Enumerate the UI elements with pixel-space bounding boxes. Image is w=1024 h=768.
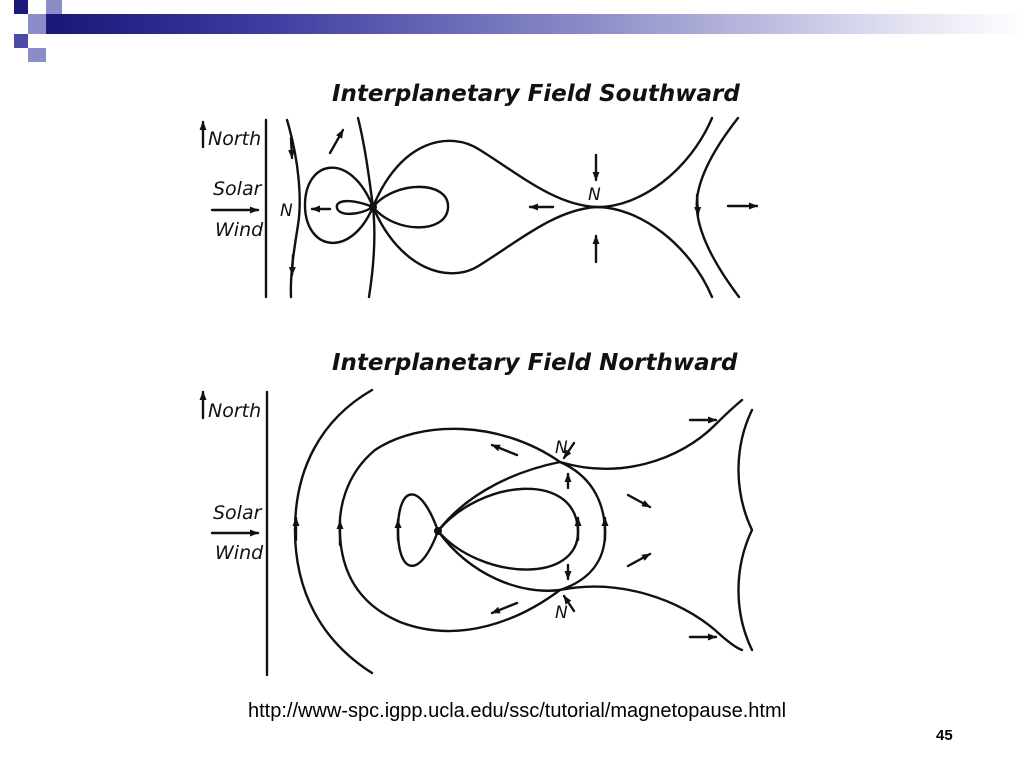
decor-square: [46, 0, 62, 14]
north-label: North: [208, 128, 261, 150]
neutral-point-label: N: [280, 201, 293, 221]
earth-teardrop: [371, 185, 450, 229]
neutral-point-label: N: [588, 185, 601, 205]
earth-south: [369, 203, 377, 211]
tail-field-lower: [558, 585, 744, 652]
magnetotail-lower: [371, 205, 714, 299]
tail-field-upper: [558, 398, 744, 470]
diagram-north-title: Interplanetary Field Northward: [332, 350, 738, 376]
decor-square: [46, 14, 62, 34]
diagram-south-title: Interplanetary Field Southward: [332, 81, 740, 107]
inner-loop-upper: [436, 460, 562, 533]
neutral-point-label: N: [555, 438, 568, 458]
inner-loop-lower: [436, 529, 562, 592]
decor-square: [14, 34, 28, 48]
page-number: 45: [936, 727, 953, 744]
title-bar-gradient: [62, 14, 1024, 34]
earth-teardrop-north: [436, 487, 580, 571]
wind-label: Wind: [215, 542, 264, 564]
dayside-loop-north: [396, 493, 440, 567]
solar-label: Solar: [213, 178, 263, 200]
solar-label: Solar: [213, 502, 263, 524]
diagram-northward: [199, 388, 754, 677]
decor-square: [14, 0, 28, 14]
north-label: North: [208, 400, 261, 422]
closed-field-loop: [558, 460, 607, 592]
neutral-point-label: N: [555, 603, 568, 623]
source-url[interactable]: http://www-spc.igpp.ucla.edu/ssc/tutoria…: [248, 700, 787, 722]
earth-inner-loop: [335, 199, 375, 216]
draped-field-line-outer: [293, 388, 374, 675]
magnetopause-outer: [338, 427, 562, 633]
decor-square: [28, 48, 46, 62]
dayside-loop: [303, 166, 375, 245]
wind-label: Wind: [215, 219, 264, 241]
imf-field-line-right-north: [737, 408, 754, 652]
imf-field-line-right: [695, 116, 741, 299]
decor-square: [28, 14, 46, 34]
magnetotail-upper: [371, 116, 714, 209]
earth-north: [434, 527, 442, 535]
